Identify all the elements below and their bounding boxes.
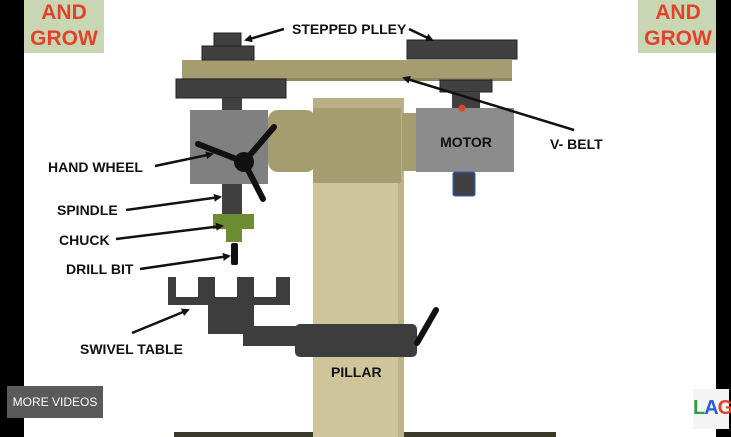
- spindle: [222, 184, 242, 214]
- top-arm-shade: [182, 78, 512, 81]
- swivel-table: [168, 277, 439, 357]
- chuck-bottom: [226, 229, 242, 242]
- brand-line-1: AND: [655, 1, 701, 24]
- brand-watermark-left: AND GROW: [24, 0, 104, 53]
- head-top: [313, 98, 403, 108]
- motor-body: [416, 108, 514, 172]
- more-videos-button[interactable]: MORE VIDEOS: [7, 386, 103, 418]
- head-right-cap: [402, 113, 416, 171]
- label-v-belt: V- BELT: [550, 136, 603, 152]
- spindle-top: [222, 98, 242, 110]
- brand-line-1: AND: [41, 1, 87, 24]
- diagram-canvas: AND GROW AND GROW: [24, 0, 716, 437]
- drilling-machine-diagram: STEPPED PLLEY V- BELT MOTOR HAND WHEEL S…: [48, 21, 603, 437]
- label-stepped-pulley: STEPPED PLLEY: [292, 21, 407, 37]
- top-arm: [182, 60, 512, 80]
- brand-line-2: GROW: [644, 27, 712, 50]
- pulley-step-medium: [201, 45, 255, 61]
- leader-lines: [115, 27, 575, 335]
- channel-logo: LAG: [693, 389, 731, 429]
- label-swivel-table: SWIVEL TABLE: [80, 341, 183, 357]
- label-spindle: SPINDLE: [57, 202, 118, 218]
- logo-letter-a: A: [704, 397, 718, 419]
- pillar-shade: [398, 98, 404, 437]
- logo-letter-g: G: [717, 397, 731, 419]
- motor-shaft: [452, 171, 476, 197]
- label-chuck: CHUCK: [59, 232, 110, 248]
- pulley-step-small: [213, 32, 242, 48]
- brand-line-2: GROW: [30, 27, 98, 50]
- drill-bit: [231, 243, 238, 265]
- motor-pulley-top: [406, 39, 518, 60]
- hand-wheel-icon: [195, 124, 277, 202]
- laser-pointer-dot: [458, 104, 466, 112]
- pulley-step-large: [175, 78, 287, 99]
- label-pillar: PILLAR: [331, 364, 382, 380]
- head-left-cap: [268, 110, 316, 172]
- label-hand-wheel: HAND WHEEL: [48, 159, 143, 175]
- brand-watermark-right: AND GROW: [638, 0, 716, 53]
- label-drill-bit: DRILL BIT: [66, 261, 134, 277]
- logo-letter-l: L: [693, 397, 705, 419]
- label-motor: MOTOR: [440, 134, 492, 150]
- head-body: [313, 108, 401, 183]
